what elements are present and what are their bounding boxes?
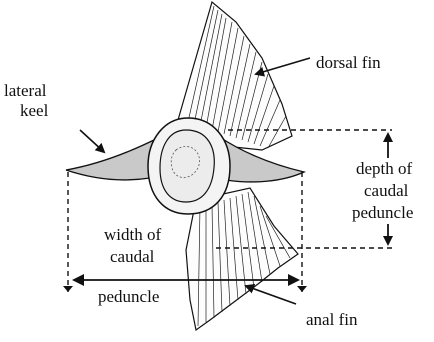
width-label-line2: caudal	[110, 247, 155, 266]
dorsal-fin-label: dorsal fin	[316, 53, 381, 72]
anal-fin-label: anal fin	[306, 310, 358, 329]
anal-fin-leader	[246, 286, 296, 304]
width-label-line3: peduncle	[98, 287, 159, 306]
width-label-line1: width of	[104, 225, 161, 244]
depth-label-line1: depth of	[356, 159, 413, 178]
left-lateral-keel	[66, 138, 158, 180]
depth-label-line3: peduncle	[352, 203, 413, 222]
lateral-keel-leader	[80, 130, 104, 152]
vertebra	[160, 130, 214, 202]
width-arrow-right-head	[288, 274, 300, 286]
width-arrow-left-head	[72, 274, 84, 286]
depth-label-line2: caudal	[364, 181, 409, 200]
lateral-keel-label-line2: keel	[20, 101, 49, 120]
lateral-keel-label-line1: lateral	[4, 81, 47, 100]
